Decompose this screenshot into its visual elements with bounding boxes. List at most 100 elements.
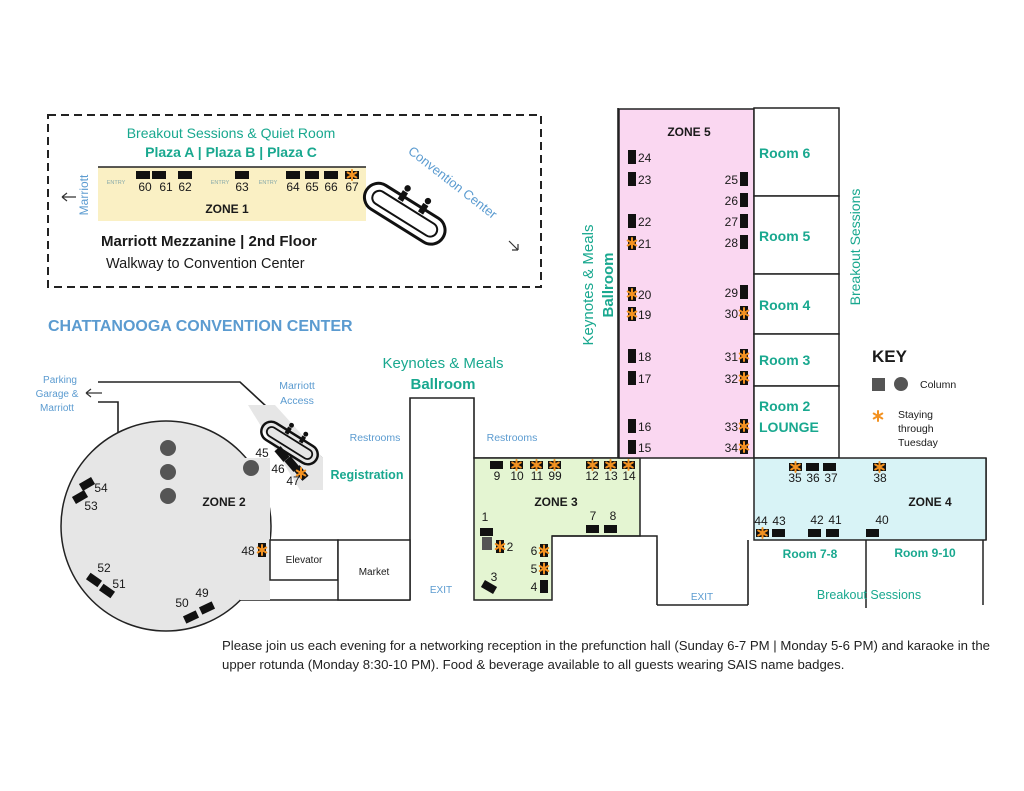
zone1-entry-3: ENTRY (259, 180, 278, 186)
room-7-8-label: Room 7-8 (783, 547, 838, 561)
booth[interactable]: 25 (725, 172, 748, 187)
booth[interactable]: 51 (98, 577, 126, 599)
booth[interactable]: 10 (510, 459, 524, 483)
booth[interactable]: 41 (826, 513, 842, 537)
booth[interactable]: 66 (324, 171, 338, 194)
booth[interactable]: 21 (626, 236, 652, 251)
down-right-arrow-icon (508, 240, 519, 251)
booth[interactable]: 7 (586, 509, 599, 533)
booth-marker (85, 572, 103, 588)
booth[interactable]: 6 (531, 544, 550, 558)
booth[interactable]: 15 (628, 440, 652, 455)
room3-label: Room 3 (759, 352, 811, 368)
booth[interactable]: 24 (628, 150, 652, 165)
booth[interactable]: 50 (175, 596, 200, 624)
column-icon (160, 440, 176, 456)
booth[interactable]: 22 (628, 214, 652, 229)
booth[interactable]: 2 (494, 540, 514, 554)
booth-number: 35 (788, 471, 802, 485)
booth-marker (198, 601, 216, 615)
booth[interactable]: 4 (531, 580, 548, 594)
booth[interactable]: 34 (725, 440, 750, 455)
booth[interactable]: 43 (772, 514, 786, 537)
booth[interactable]: 54 (78, 477, 108, 495)
booth[interactable]: 5 (531, 562, 550, 576)
booth[interactable]: 30 (725, 306, 750, 321)
booth-number: 67 (345, 180, 359, 194)
booth[interactable]: 46 (271, 456, 300, 476)
booth[interactable]: 16 (628, 419, 652, 434)
booth[interactable]: 63 (235, 171, 249, 194)
booth[interactable]: 27 (725, 214, 748, 229)
booth-number: 54 (94, 481, 108, 495)
booth[interactable]: 35 (788, 461, 802, 485)
booth[interactable]: 62 (178, 171, 192, 194)
booth-marker (740, 235, 748, 249)
booth[interactable]: 17 (628, 371, 652, 386)
booth[interactable]: 26 (725, 193, 748, 208)
booth[interactable]: 67 (345, 169, 359, 194)
booth[interactable]: 11 (530, 459, 544, 483)
key-star-icon (872, 410, 884, 422)
booth-number: 6 (531, 544, 538, 558)
booth-number: 9 (494, 469, 501, 483)
booth[interactable]: 47 (286, 465, 309, 488)
booth[interactable]: 23 (628, 172, 652, 187)
footer-note: Please join us each evening for a networ… (222, 638, 991, 672)
booth[interactable]: 48 (241, 543, 268, 558)
booth[interactable]: 32 (725, 371, 750, 386)
booth-number: 38 (873, 471, 887, 485)
booth[interactable]: 12 (585, 459, 599, 483)
booth-number: 45 (255, 446, 269, 460)
booth[interactable]: 44 (754, 514, 769, 539)
room-9-10-label: Room 9-10 (894, 546, 956, 560)
booth[interactable]: 28 (725, 235, 748, 250)
booth[interactable]: 20 (626, 287, 652, 302)
booth-number: 17 (638, 372, 652, 386)
booth[interactable]: 29 (725, 285, 748, 300)
booth[interactable]: 42 (808, 513, 824, 537)
booth[interactable]: 33 (725, 419, 750, 434)
booth[interactable]: 14 (622, 459, 636, 483)
booth[interactable]: 53 (71, 490, 98, 513)
booth[interactable]: 8 (604, 509, 617, 533)
booth-number: 47 (286, 474, 300, 488)
booth-marker (628, 150, 636, 164)
booth[interactable]: 99 (548, 459, 562, 483)
booth[interactable]: 37 (823, 463, 838, 485)
booth[interactable]: 19 (626, 307, 652, 322)
booth[interactable]: 49 (195, 586, 216, 615)
booth-marker (604, 525, 617, 533)
booth-marker (152, 171, 166, 179)
zone5-label: ZONE 5 (667, 125, 711, 139)
room6-label: Room 6 (759, 145, 811, 161)
booth[interactable]: 36 (806, 463, 820, 485)
key-title: KEY (872, 347, 908, 366)
booth[interactable]: 52 (85, 561, 111, 588)
booth[interactable]: 9 (490, 461, 503, 483)
key-staying-label-2: through (898, 423, 934, 435)
booth-number: 16 (638, 420, 652, 434)
booth[interactable]: 60 (136, 171, 152, 194)
zone2-area (60, 420, 272, 632)
elevator (269, 539, 339, 581)
booth[interactable]: 1 (480, 510, 493, 536)
booth[interactable]: 64 (286, 171, 300, 194)
booth[interactable]: 3 (480, 570, 498, 594)
booth-number: 27 (725, 215, 739, 229)
booth[interactable]: 13 (604, 459, 618, 483)
booth[interactable]: 61 (152, 171, 173, 194)
booth-number: 31 (725, 350, 739, 364)
booth-number: 42 (810, 513, 824, 527)
booth[interactable]: 45 (255, 446, 290, 462)
booth[interactable]: 31 (725, 349, 750, 364)
booth-number: 36 (806, 471, 820, 485)
booth[interactable]: 38 (873, 461, 887, 485)
booth-number: 32 (725, 372, 739, 386)
booth[interactable]: 40 (866, 513, 889, 537)
booth[interactable]: 65 (305, 171, 319, 194)
booth[interactable]: 18 (628, 349, 652, 364)
ballroom-label: Ballroom (410, 376, 475, 393)
